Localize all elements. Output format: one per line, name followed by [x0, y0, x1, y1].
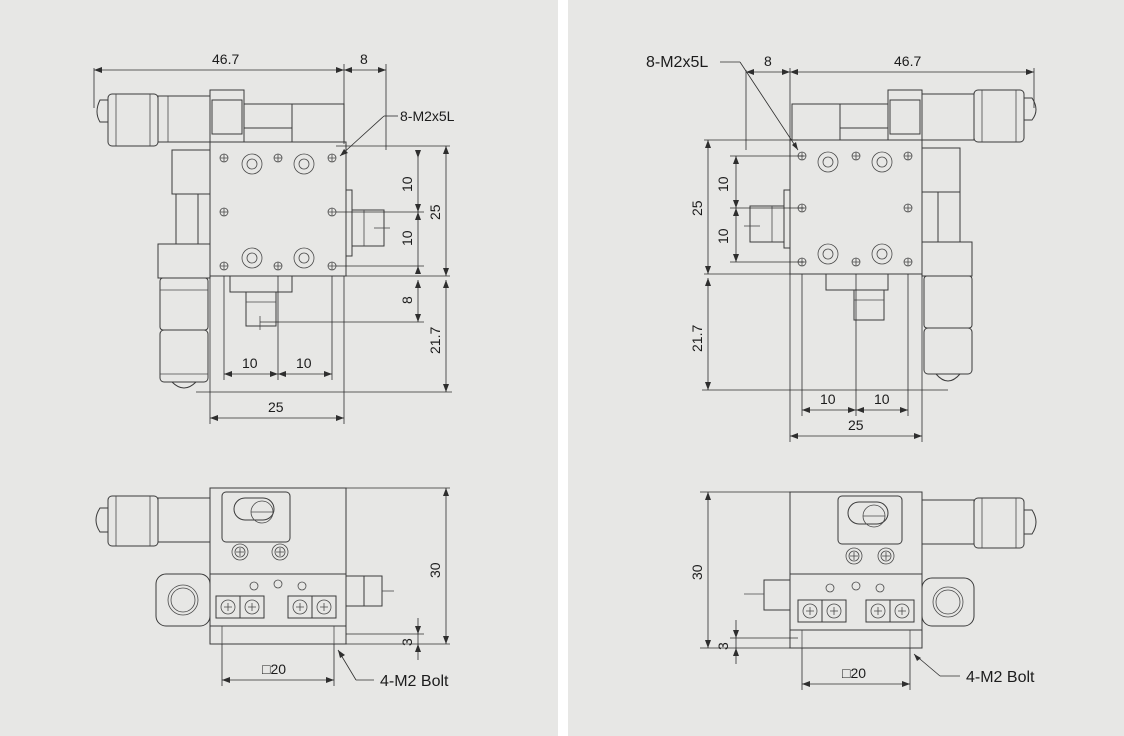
- dim-knob-length-label: 21.7: [427, 327, 443, 354]
- front-view-labels: 30 3 □20 4-M2 Bolt: [689, 564, 1035, 686]
- dim-square-label: □20: [842, 665, 866, 681]
- dim-offset-label: 8: [360, 51, 368, 67]
- callout-holes-label: 8-M2x5L: [646, 54, 708, 71]
- stage-front-view: [744, 491, 1037, 649]
- dim-pitch-a-label: 10: [715, 176, 731, 192]
- dim-height-label: 25: [689, 200, 705, 216]
- dim-length-label: 46.7: [894, 53, 921, 69]
- stage-top-view: [96, 89, 390, 389]
- callout-bolt-label: 4-M2 Bolt: [966, 669, 1035, 686]
- top-view-dimensions: [93, 64, 452, 424]
- right-drawing-panel: 8-M2x5L 8 46.7 10 10 25 21.7 10 10 25: [568, 0, 1124, 736]
- top-view-dimensions: [702, 61, 1035, 442]
- dim-height-label: 30: [427, 562, 443, 578]
- callout-bolt-label: 4-M2 Bolt: [380, 673, 449, 690]
- dim-base-label: 3: [715, 642, 731, 650]
- dim-offset-label: 8: [764, 53, 772, 69]
- dim-height-label: 25: [427, 204, 443, 220]
- stage-top-view: [744, 89, 1037, 382]
- dim-square-label: □20: [262, 661, 286, 677]
- dim-pitch-a-label: 10: [399, 176, 415, 192]
- dim-bottom-pitch-a-label: 10: [242, 355, 258, 371]
- front-view-labels: 30 3 □20 4-M2 Bolt: [262, 562, 449, 690]
- dim-pitch-b-label: 10: [715, 228, 731, 244]
- dim-length-label: 46.7: [212, 51, 239, 67]
- dim-bottom-pitch-a-label: 10: [820, 391, 836, 407]
- stage-front-view: [95, 487, 394, 645]
- front-view-dimensions: [700, 491, 960, 690]
- top-view-labels: 46.7 8 8-M2x5L 10 10 25 8 21.7 10 10 25: [212, 51, 455, 415]
- right-drawing: 8-M2x5L 8 46.7 10 10 25 21.7 10 10 25: [646, 53, 1037, 690]
- dim-base-label: 3: [399, 638, 415, 646]
- callout-holes-label: 8-M2x5L: [400, 108, 455, 124]
- dim-bottom-pitch-b-label: 10: [874, 391, 890, 407]
- front-view-dimensions: [221, 487, 450, 686]
- dim-pitch-b-label: 10: [399, 230, 415, 246]
- dim-width-label: 25: [848, 417, 864, 433]
- dim-height-label: 30: [689, 564, 705, 580]
- top-view-labels: 8-M2x5L 8 46.7 10 10 25 21.7 10 10 25: [646, 53, 921, 433]
- dim-knob-offset-label: 8: [399, 296, 415, 304]
- left-drawing-panel: 46.7 8 8-M2x5L 10 10 25 8 21.7 10 10 25: [0, 0, 558, 736]
- dim-bottom-pitch-b-label: 10: [296, 355, 312, 371]
- dim-knob-length-label: 21.7: [689, 325, 705, 352]
- left-drawing: 46.7 8 8-M2x5L 10 10 25 8 21.7 10 10 25: [93, 51, 455, 690]
- dim-width-label: 25: [268, 399, 284, 415]
